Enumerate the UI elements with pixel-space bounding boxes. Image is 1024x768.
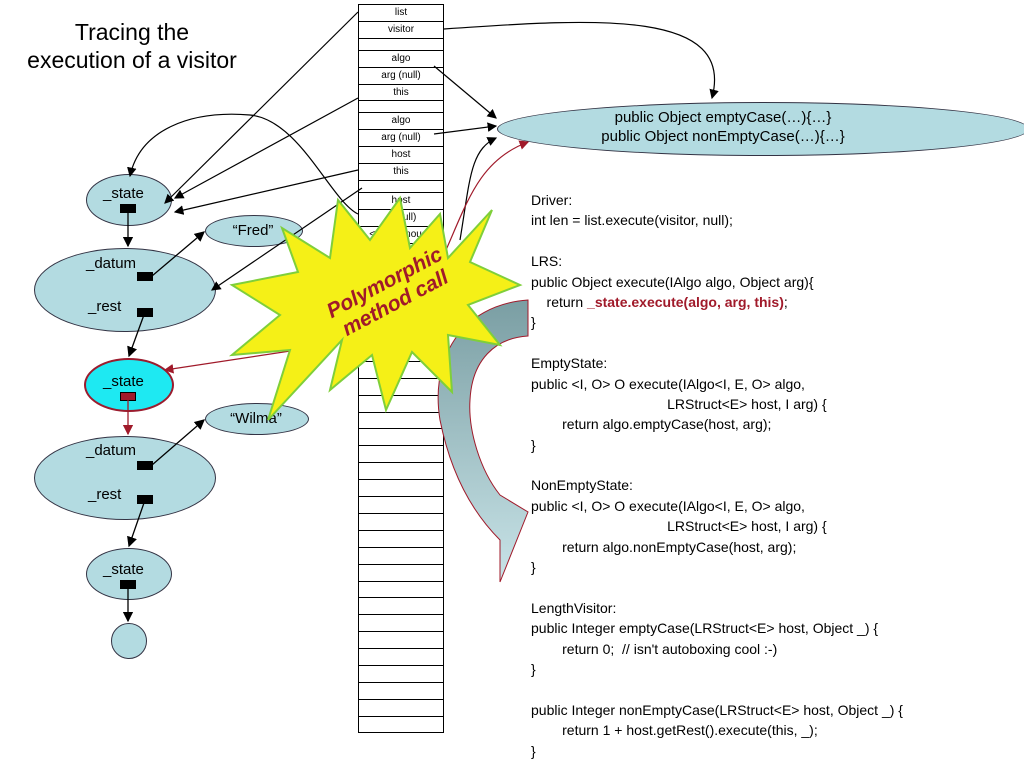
state-node-2-highlighted [84, 358, 174, 412]
stack-cell: list [358, 4, 444, 21]
stack-cell [358, 631, 444, 649]
stack-cell [358, 614, 444, 632]
stack-cell [358, 479, 444, 497]
stack-cell: this [358, 163, 444, 181]
stack-cell: host [358, 146, 444, 164]
code-lrs-return: return _state.execute(algo, arg, this); [531, 293, 788, 310]
stack-cell: visitor [358, 20, 444, 38]
code-nonempty-body: return algo.nonEmptyCase(host, arg); [531, 538, 797, 555]
stack-cell: algo [358, 49, 444, 67]
fred-string-label: “Fred” [232, 222, 274, 239]
stack-cell: arg (null) [358, 66, 444, 84]
rest-label-2: _rest [88, 486, 122, 503]
datum-label-2: _datum [86, 442, 137, 459]
stack-cell [358, 445, 444, 463]
title-line-1: Tracing the [74, 19, 190, 45]
code-nonempty-signature-1: public <I, O> O execute(IAlgo<I, E, O> a… [531, 497, 805, 514]
code-length-nonempty-body: return 1 + host.getRest().execute(this, … [531, 722, 818, 739]
state-node-3 [86, 548, 172, 600]
rest-label-1: _rest [88, 298, 122, 315]
stack-cell [358, 546, 444, 564]
stack-cell [358, 512, 444, 530]
code-nonempty-signature-2: LRStruct<E> host, I arg) { [531, 518, 827, 535]
nonempty-node-2 [34, 436, 216, 520]
stack-cell [358, 698, 444, 716]
wilma-string-node [205, 403, 309, 435]
code-lrs-header: LRS: [531, 253, 563, 270]
visitor-method-nonempty: public Object nonEmptyCase(…){…} [601, 128, 845, 145]
stack-cell [358, 681, 444, 699]
code-length-header: LengthVisitor: [531, 599, 617, 616]
code-listing: Driver: int len = list.execute(visitor, … [531, 190, 1021, 761]
code-empty-close: } [531, 436, 536, 453]
code-length-empty-signature: public Integer emptyCase(LRStruct<E> hos… [531, 620, 879, 637]
code-empty-body: return algo.emptyCase(host, arg); [531, 416, 772, 433]
visitor-method-empty: public Object emptyCase(…){…} [614, 109, 832, 126]
slide-title: Tracing the execution of a visitor [0, 18, 264, 74]
rest-pointer-2 [137, 495, 153, 504]
empty-node [111, 623, 147, 659]
stack-cell [358, 462, 444, 480]
datum-pointer-1 [137, 272, 153, 281]
stack-cell [358, 664, 444, 682]
nonempty-node-1 [34, 248, 216, 332]
stack-cell: algo [358, 112, 444, 130]
stack-cell [358, 563, 444, 581]
stack-cell [358, 648, 444, 665]
code-length-nonempty-signature: public Integer nonEmptyCase(LRStruct<E> … [531, 701, 903, 718]
stack-cell [358, 597, 444, 615]
code-empty-signature-2: LRStruct<E> host, I arg) { [531, 395, 827, 412]
state-node-3-pointer [120, 580, 136, 589]
datum-pointer-2 [137, 461, 153, 470]
stack-cell: this [358, 83, 444, 101]
state-node-1-pointer [120, 204, 136, 213]
state-node-1-label: _state [103, 185, 144, 202]
state-node-2-label: _state [103, 373, 144, 390]
code-length-empty-close: } [531, 660, 536, 677]
code-nonempty-close: } [531, 559, 536, 576]
datum-label-1: _datum [86, 255, 137, 272]
code-nonempty-header: NonEmptyState: [531, 477, 633, 494]
title-line-2: execution of a visitor [27, 47, 237, 73]
stack-cell: arg (null) [358, 129, 444, 147]
stack-cell [358, 37, 444, 50]
code-empty-header: EmptyState: [531, 355, 608, 372]
code-state-execute-call: _state.execute(algo, arg, this) [587, 293, 784, 310]
visitor-object-text: public Object emptyCase(…){…} public Obj… [497, 100, 1024, 156]
code-lrs-close: } [531, 314, 536, 331]
stack-cell [358, 496, 444, 513]
stack-cell [358, 715, 444, 733]
code-lrs-signature: public Object execute(IAlgo algo, Object… [531, 273, 814, 290]
code-length-empty-body: return 0; // isn't autoboxing cool :-) [531, 640, 778, 657]
stack-cell [358, 580, 444, 598]
code-length-nonempty-close: } [531, 742, 536, 759]
code-driver-line: int len = list.execute(visitor, null); [531, 212, 733, 229]
code-driver-header: Driver: [531, 192, 573, 208]
code-empty-signature-1: public <I, O> O execute(IAlgo<I, E, O> a… [531, 375, 805, 392]
stack-cell [358, 529, 444, 547]
visitor-object [497, 102, 1024, 156]
stack-cell [358, 100, 444, 113]
state-node-3-label: _state [103, 561, 144, 578]
stack-cell [358, 180, 444, 193]
